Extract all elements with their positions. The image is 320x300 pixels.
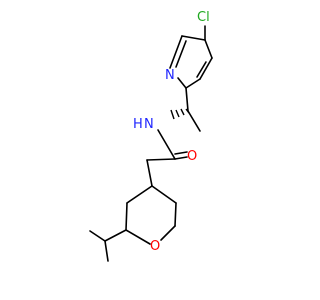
bond: [169, 35, 183, 69]
bond: [174, 202, 177, 227]
bond: [89, 230, 106, 242]
chlorine-atom-label: Cl: [197, 10, 210, 25]
bond: [199, 57, 213, 80]
bond: [157, 129, 176, 160]
bond: [181, 35, 206, 41]
bond: [204, 39, 213, 59]
bond: [196, 61, 207, 78]
structure-canvas: Cl N H N O O: [89, 10, 213, 262]
bond: [185, 78, 201, 89]
amide-nitrogen-label: N: [144, 117, 154, 132]
bond: [174, 156, 188, 160]
bond: [104, 240, 109, 262]
bond: [104, 229, 127, 242]
carbonyl-oxygen-label: O: [187, 149, 197, 164]
bond: [125, 202, 128, 231]
bond: [146, 158, 176, 161]
bond: [126, 185, 153, 204]
ring-oxygen-label: O: [150, 239, 160, 254]
bond: [187, 110, 201, 132]
bond: [151, 185, 177, 204]
bond: [177, 77, 187, 89]
bond: [146, 159, 153, 187]
bond: [175, 40, 187, 68]
molecule-structure: Cl N H N O O: [89, 10, 213, 262]
hashed-wedge-bond: [170, 108, 190, 120]
bond: [125, 229, 151, 245]
pyridine-nitrogen-label: N: [165, 68, 175, 83]
bond: [160, 225, 176, 241]
amide-hydrogen-label: H: [133, 117, 143, 132]
bond: [174, 151, 188, 155]
bond: [185, 87, 189, 112]
